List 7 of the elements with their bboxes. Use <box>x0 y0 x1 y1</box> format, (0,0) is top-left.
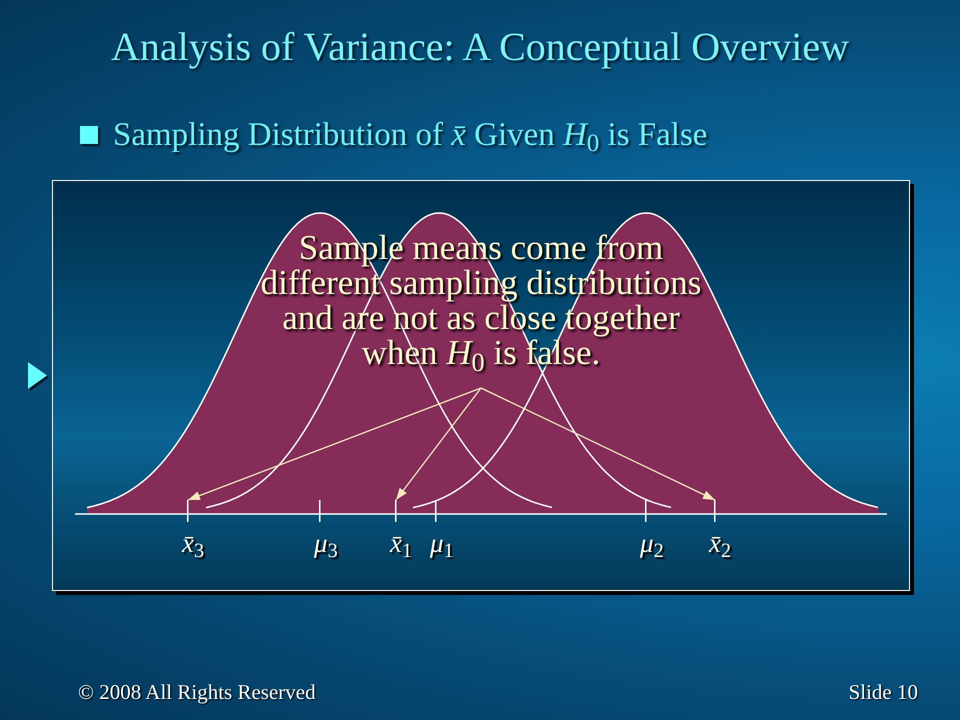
arrow <box>395 388 482 500</box>
copyright-text: © 2008 All Rights Reserved <box>78 680 316 704</box>
bullet-text: Sampling Distribution of x̄ Given H$_{0}$ is False <box>113 116 708 154</box>
arrow <box>480 387 716 501</box>
slide-title: Analysis of Variance: A Conceptual Overview <box>111 24 849 70</box>
slide-number: Slide 10 <box>848 680 918 704</box>
arrow <box>188 387 482 501</box>
